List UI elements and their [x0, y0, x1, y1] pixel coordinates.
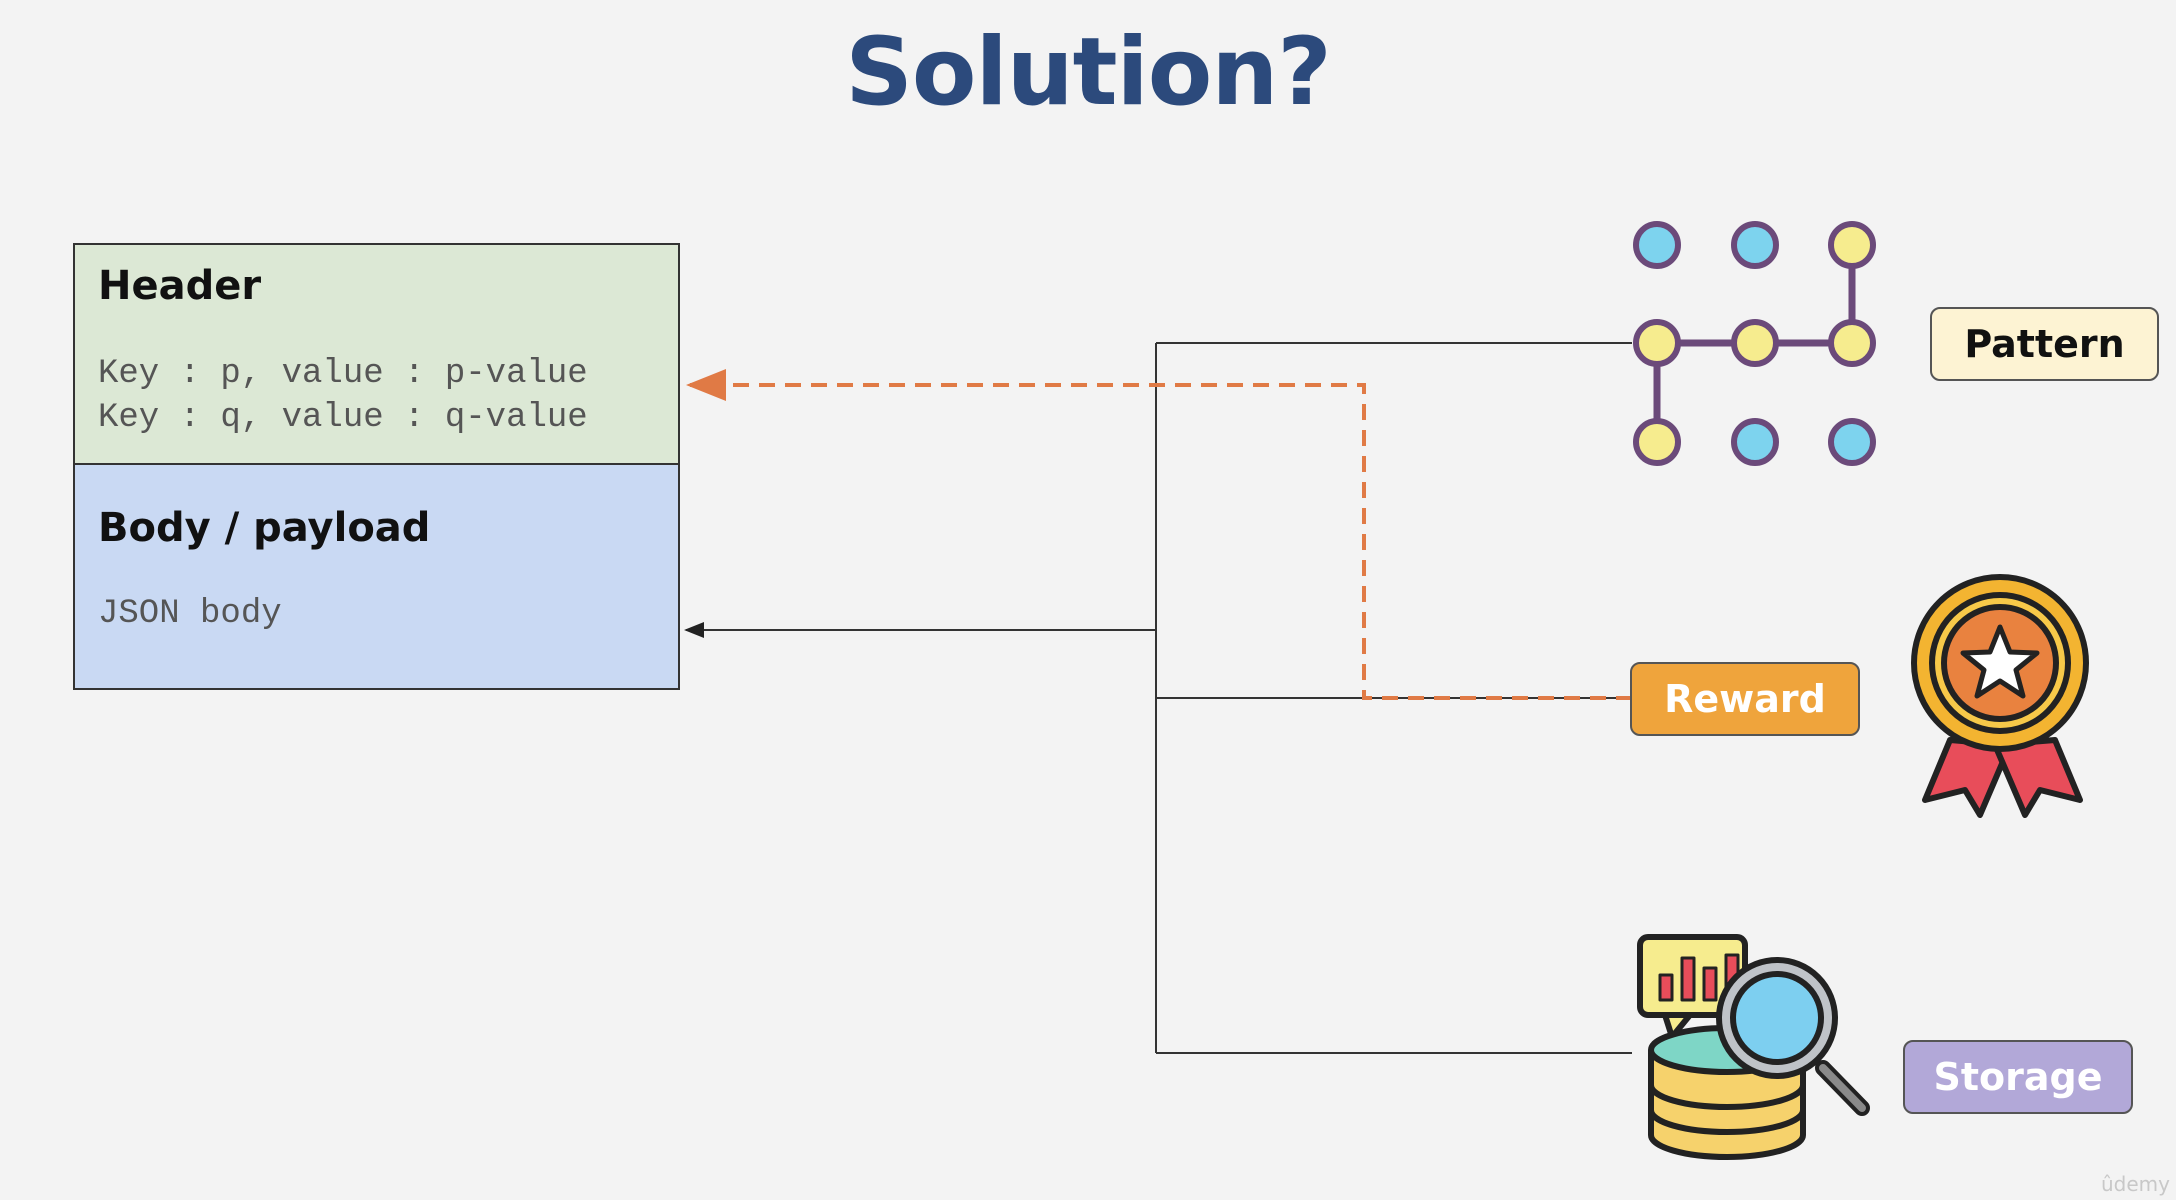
header-dashed-arrow	[686, 369, 1632, 700]
storage-tag: Storage	[1903, 1040, 2133, 1114]
reward-medal-icon	[1911, 574, 2089, 818]
message-body-box: Body / payload JSON body	[73, 465, 680, 690]
body-label: Body / payload	[98, 505, 431, 551]
slide-title: Solution?	[845, 18, 1332, 127]
body-text: JSON body	[98, 595, 282, 633]
udemy-watermark: ûdemy	[2101, 1172, 2170, 1196]
header-line-p: Key : p, value : p-value	[98, 355, 588, 393]
reward-tag: Reward	[1630, 662, 1860, 736]
header-label: Header	[98, 263, 262, 309]
pattern-tag: Pattern	[1930, 307, 2159, 381]
pattern-grid-icon	[1633, 221, 1876, 466]
message-header-box: Header Key : p, value : p-value Key : q,…	[73, 243, 680, 465]
storage-search-icon	[1637, 934, 1870, 1160]
header-line-q: Key : q, value : q-value	[98, 399, 588, 437]
